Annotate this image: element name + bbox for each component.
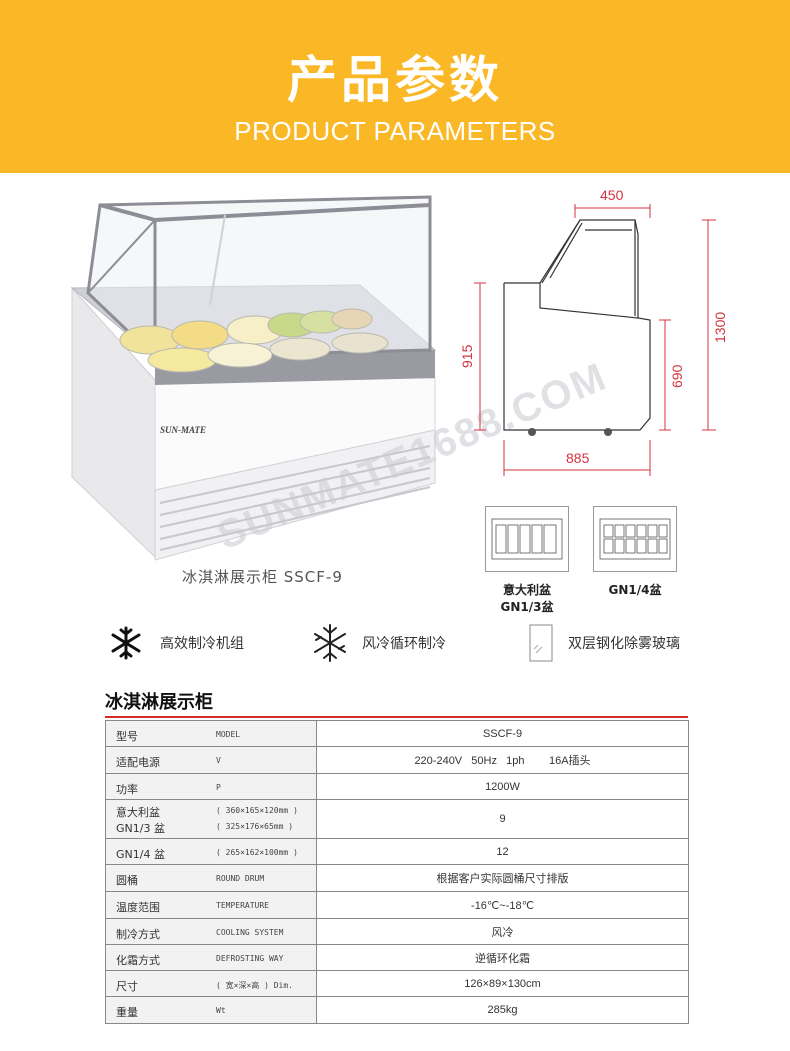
feature-list: 高效制冷机组 风冷循环制冷 双层钢化除雾玻璃	[0, 620, 790, 670]
height-total-label: 1300	[712, 312, 728, 343]
product-caption: 冰淇淋展示柜 SSCF-9	[182, 568, 343, 586]
header-banner: 产品参数 PRODUCT PARAMETERS	[0, 0, 790, 173]
feature-item: 风冷循环制冷	[312, 620, 446, 666]
feature-item: 双层钢化除雾玻璃	[528, 620, 680, 666]
snowflake-icon	[111, 626, 141, 660]
feature-label: 风冷循环制冷	[362, 636, 446, 652]
depth-label: 450	[600, 187, 624, 203]
feature-label: 双层钢化除雾玻璃	[568, 636, 680, 652]
pan-layout-gn14	[593, 506, 677, 572]
glass-panel-icon	[529, 624, 553, 662]
body-height-label: 690	[669, 364, 685, 388]
feature-item: 高效制冷机组	[108, 620, 244, 666]
dimension-drawing: 450 1300 915 690 885	[460, 187, 728, 476]
table-row: 意大利盆 GN1/3 盆 ( 360×165×120mm ) ( 325×176…	[105, 799, 689, 839]
spec-section-rule	[105, 716, 688, 718]
pan-layout-gn13	[485, 506, 569, 572]
counter-height-label: 915	[460, 344, 475, 368]
page-subtitle: PRODUCT PARAMETERS	[234, 116, 556, 146]
table-row: 尺寸( 宽×深×高 ) Dim. 126×89×130cm	[105, 970, 689, 997]
page-title: 产品参数	[287, 51, 503, 109]
frost-snowflake-icon	[314, 624, 346, 662]
brand-logo: SUN-MATE	[160, 425, 206, 435]
pan-label-gn13-line1: 意大利盆	[502, 583, 551, 597]
spec-section-title: 冰淇淋展示柜	[105, 692, 213, 713]
feature-label: 高效制冷机组	[160, 636, 244, 652]
pan-layout-gn14-icon	[599, 518, 671, 560]
pan-label-gn14: GN1/4盆	[608, 583, 662, 597]
table-row: GN1/4 盆( 265×162×100mm ) 12	[105, 838, 689, 865]
display-cabinet-image: SUN-MATE	[70, 195, 437, 561]
pan-label-gn13-line2: GN1/3盆	[500, 600, 554, 614]
pan-layout-gn13-icon	[491, 518, 563, 560]
width-label: 885	[566, 450, 590, 466]
